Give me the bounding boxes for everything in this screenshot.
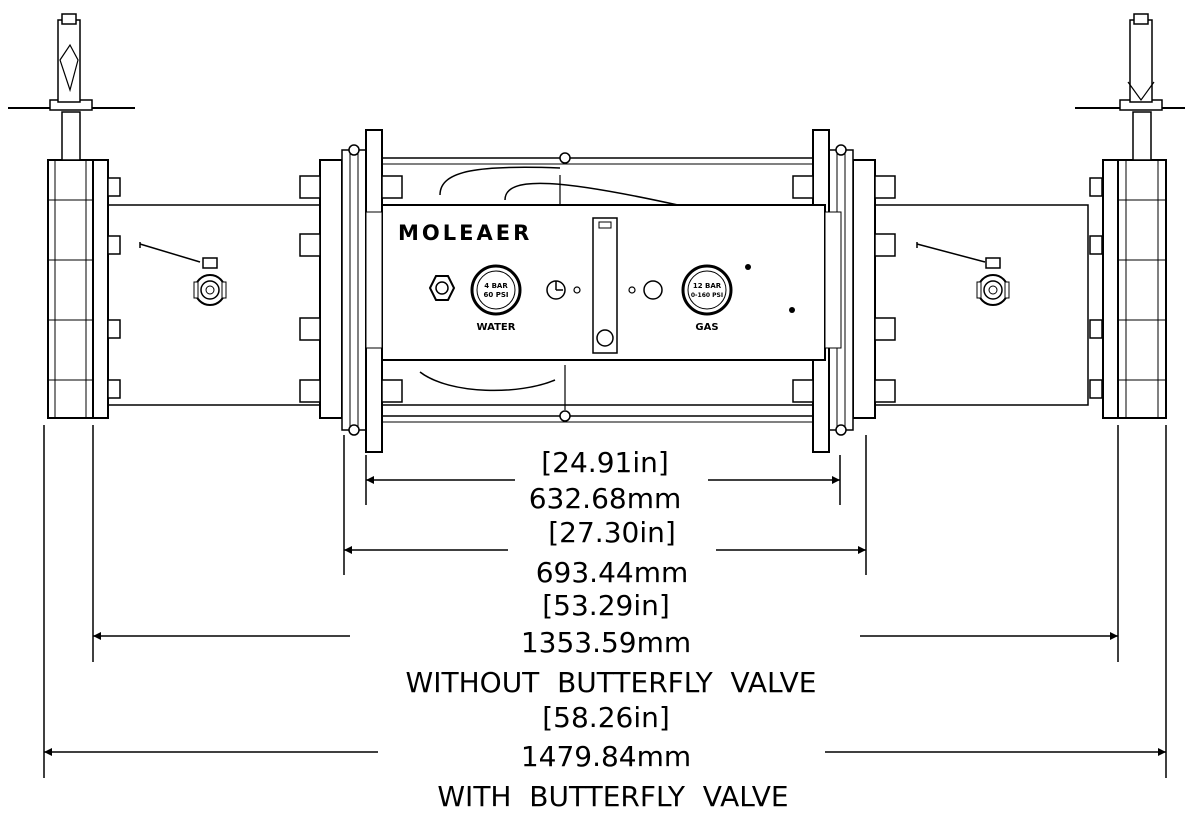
dimension-632mm-mm: 632.68mm xyxy=(529,482,682,515)
dimension-1353mm-inch: [53.29in] xyxy=(542,589,670,622)
dimension-1479mm-mm: 1479.84mm xyxy=(521,740,691,773)
water-gauge-label: WATER xyxy=(477,322,516,333)
dimension-1479mm: [58.26in] 1479.84mm WITH BUTTERFLY VALVE xyxy=(44,701,1166,813)
left-inner-flange xyxy=(299,129,403,453)
water-gauge-line1: 4 BAR xyxy=(484,282,508,290)
gas-gauge-line1: 12 BAR xyxy=(693,282,722,290)
dimension-693mm-mm: 693.44mm xyxy=(536,556,689,589)
dimension-632mm: [24.91in] 632.68mm xyxy=(366,446,840,515)
water-gauge-line2: 60 PSI xyxy=(484,291,509,299)
gas-gauge-line2: 0-160 PSI xyxy=(691,292,723,299)
dimension-1353mm-mm: 1353.59mm xyxy=(521,626,691,659)
right-ball-valve xyxy=(916,242,1010,306)
dimension-693mm-inch: [27.30in] xyxy=(548,516,676,549)
dimension-632mm-inch: [24.91in] xyxy=(541,446,669,479)
left-butterfly-valve xyxy=(8,13,135,419)
tie-rods xyxy=(382,152,813,423)
dimensions: [24.91in] 632.68mm [27.30in] 693.44mm [5… xyxy=(43,425,1167,813)
water-gauge: 4 BAR 60 PSI WATER xyxy=(470,264,522,333)
right-butterfly-valve xyxy=(1075,13,1185,419)
assembly: MOLEAER 4 BAR 60 PSI WATER 12 BAR 0-160 … xyxy=(8,13,1185,453)
dimension-1479mm-inch: [58.26in] xyxy=(542,701,670,734)
gas-gauge: 12 BAR 0-160 PSI GAS xyxy=(681,264,733,333)
dimension-1353mm: [53.29in] 1353.59mm WITHOUT BUTTERFLY VA… xyxy=(93,589,1118,699)
panel-fittings xyxy=(428,264,795,313)
brand-logo: MOLEAER xyxy=(398,221,532,245)
dimension-1479mm-note: WITH BUTTERFLY VALVE xyxy=(437,780,788,813)
sight-glass xyxy=(592,217,618,354)
left-end-flange xyxy=(92,159,109,419)
end-flange-bolts xyxy=(107,177,1103,399)
right-end-flange xyxy=(1102,159,1119,419)
gas-gauge-label: GAS xyxy=(695,322,718,333)
dimension-1353mm-note: WITHOUT BUTTERFLY VALVE xyxy=(406,666,817,699)
dimension-693mm: [27.30in] 693.44mm xyxy=(344,516,866,589)
left-ball-valve xyxy=(139,242,227,306)
